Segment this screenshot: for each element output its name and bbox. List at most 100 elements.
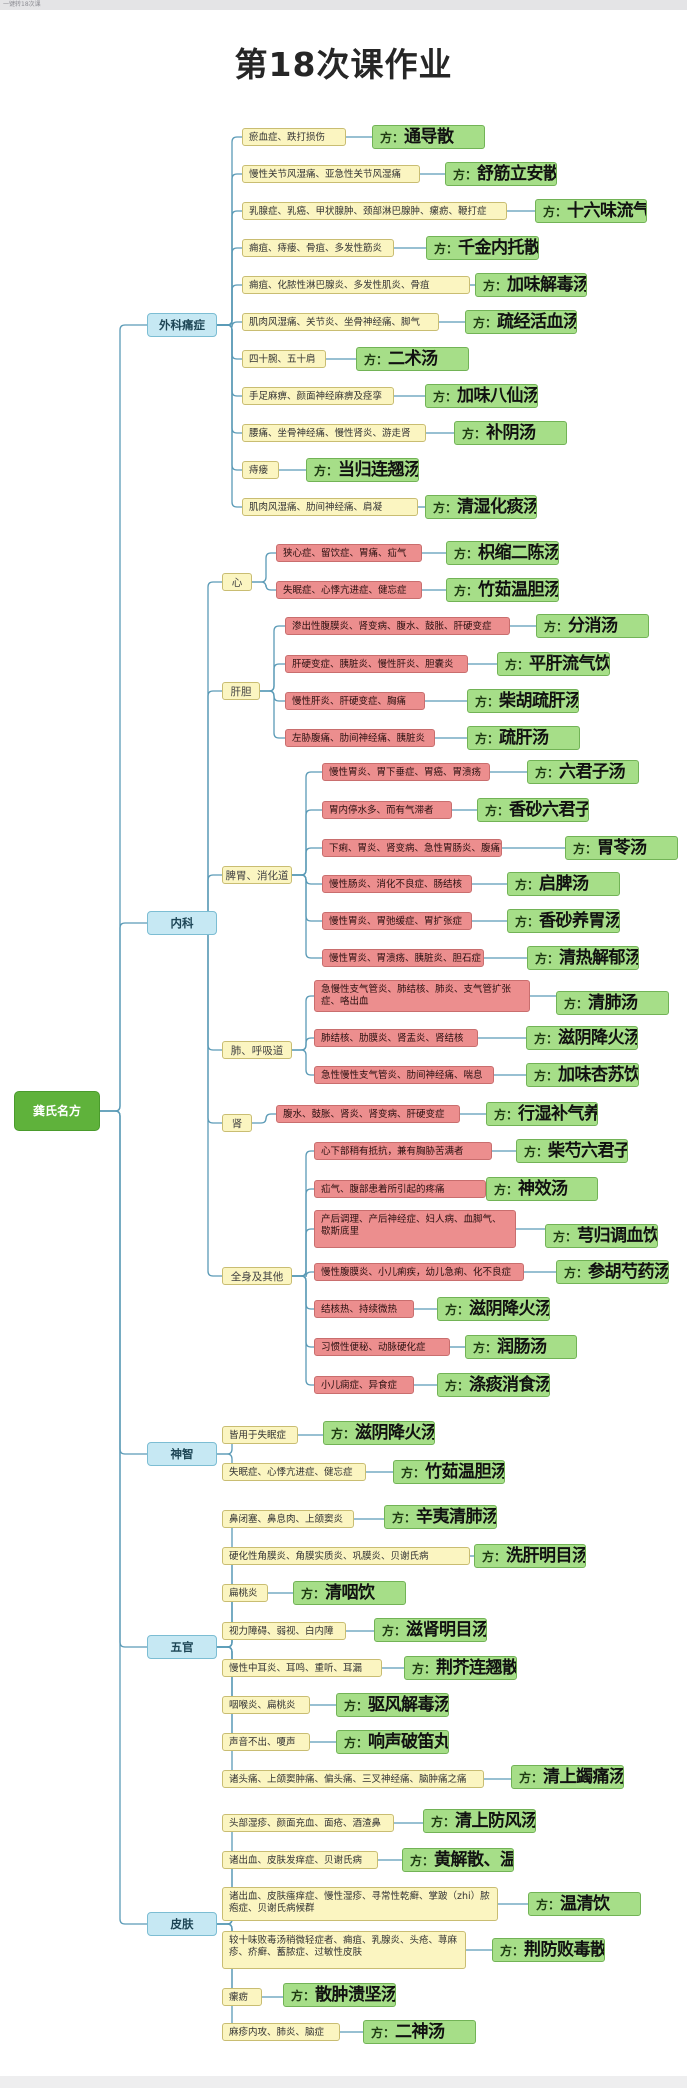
formula-node[interactable]: 方：清湿化痰汤 [425, 495, 537, 519]
formula-node[interactable]: 方：清上蠲痛汤 [511, 1765, 624, 1789]
symptom-item[interactable]: 腰痛、坐骨神经痛、慢性肾炎、游走肾 [242, 424, 426, 442]
formula-node[interactable]: 方：疏经活血汤 [465, 310, 577, 334]
symptom-item[interactable]: 较十味败毒汤稍微轻症者、痈疽、乳腺炎、头疮、荨麻疹、疥癣、蓄脓症、过敏性皮肤 [222, 1931, 466, 1969]
category-node[interactable]: 五官 [147, 1635, 217, 1659]
subcategory-node[interactable]: 肺、呼吸道 [222, 1041, 292, 1059]
symptom-item[interactable]: 结核热、持续微热 [314, 1300, 414, 1318]
formula-node[interactable]: 方：润肠汤 [465, 1335, 577, 1359]
symptom-item[interactable]: 扁桃炎 [222, 1584, 268, 1602]
formula-node[interactable]: 方：十六味流气饮 [535, 199, 647, 223]
formula-node[interactable]: 方：滋阴降火汤 [526, 1026, 638, 1050]
symptom-item[interactable]: 失眠症、心悸亢进症、健忘症 [276, 581, 422, 599]
symptom-item[interactable]: 左胁腹痛、肋间神经痛、胰脏炎 [285, 729, 435, 747]
symptom-item[interactable]: 腹水、鼓胀、肾炎、肾变病、肝硬变症 [276, 1105, 460, 1123]
formula-node[interactable]: 方：荆防败毒散 [492, 1938, 605, 1962]
subcategory-node[interactable]: 全身及其他 [222, 1267, 292, 1285]
symptom-item[interactable]: 咽喉炎、扁桃炎 [222, 1696, 310, 1714]
formula-node[interactable]: 方：枳缩二陈汤 [446, 541, 559, 565]
formula-node[interactable]: 方：六君子汤 [527, 760, 639, 784]
formula-node[interactable]: 方：黄解散、温清饮 [402, 1848, 514, 1872]
symptom-item[interactable]: 头部湿疹、颜面充血、面疮、酒渣鼻 [222, 1814, 394, 1832]
formula-node[interactable]: 方：千金内托散 [426, 236, 539, 260]
formula-node[interactable]: 方：清上防风汤 [423, 1809, 536, 1833]
formula-node[interactable]: 方：加味八仙汤 [425, 384, 538, 408]
formula-node[interactable]: 方：补阴汤 [454, 421, 567, 445]
formula-node[interactable]: 方：平肝流气饮 [497, 652, 610, 676]
formula-node[interactable]: 方：柴胡疏肝汤 [467, 689, 579, 713]
formula-node[interactable]: 方：启脾汤 [507, 872, 620, 896]
formula-node[interactable]: 方：涤痰消食汤 [437, 1373, 550, 1397]
category-node[interactable]: 内科 [147, 911, 217, 935]
symptom-item[interactable]: 产后调理、产后神经症、妇人病、血脚气、歇斯底里 [314, 1210, 516, 1248]
symptom-item[interactable]: 心下部稍有抵抗，兼有胸胁苦满者 [314, 1142, 492, 1160]
symptom-item[interactable]: 急慢性支气管炎、肺结核、肺炎、支气管扩张症、咯出血 [314, 980, 530, 1012]
symptom-item[interactable]: 手足麻痹、颜面神经麻痹及痉挛 [242, 387, 394, 405]
formula-node[interactable]: 方：清咽饮 [293, 1581, 406, 1605]
formula-node[interactable]: 方：分消汤 [536, 614, 649, 638]
formula-node[interactable]: 方：滋阴降火汤 [437, 1297, 550, 1321]
symptom-item[interactable]: 失眠症、心悸亢进症、健忘症 [222, 1463, 366, 1481]
symptom-item[interactable]: 慢性胃炎、胃下垂症、胃癌、胃溃疡 [322, 763, 490, 781]
formula-node[interactable]: 方：香砂养胃汤 [507, 909, 620, 933]
symptom-item[interactable]: 麻疹内攻、肺炎、脑症 [222, 2023, 340, 2041]
symptom-item[interactable]: 皆用于失眠症 [222, 1426, 298, 1444]
subcategory-node[interactable]: 肝胆 [222, 682, 260, 700]
formula-node[interactable]: 方：散肿溃坚汤 [283, 1983, 396, 2007]
symptom-item[interactable]: 瘀血症、跌打损伤 [242, 128, 346, 146]
symptom-item[interactable]: 小儿痫症、异食症 [314, 1376, 414, 1394]
symptom-item[interactable]: 慢性胃炎、胃溃疡、胰脏炎、胆石症 [322, 949, 484, 967]
symptom-item[interactable]: 肺结核、肋膜炎、肾盂炎、肾结核 [314, 1029, 478, 1047]
formula-node[interactable]: 方：舒筋立安散 [445, 162, 557, 186]
symptom-item[interactable]: 肌肉风湿痛、肋间神经痛、肩凝 [242, 498, 418, 516]
symptom-item[interactable]: 急性慢性支气管炎、肋间神经痛、喘息 [314, 1066, 494, 1084]
symptom-item[interactable]: 慢性腹膜炎、小儿痢疾，幼儿急痢、化不良症 [314, 1263, 524, 1281]
formula-node[interactable]: 方：滋肾明目汤 [374, 1618, 487, 1642]
formula-node[interactable]: 方：加味杏苏饮 [526, 1063, 639, 1087]
category-node[interactable]: 皮肤 [147, 1912, 217, 1936]
category-node[interactable]: 外科痛症 [147, 313, 217, 337]
formula-node[interactable]: 方：加味解毒汤 [475, 273, 587, 297]
symptom-item[interactable]: 痔瘘 [242, 461, 279, 479]
subcategory-node[interactable]: 心 [222, 573, 252, 591]
root-node[interactable]: 龚氏名方 [14, 1091, 100, 1131]
symptom-item[interactable]: 肝硬变症、胰脏炎、慢性肝炎、胆囊炎 [285, 655, 468, 673]
symptom-item[interactable]: 诸出血、皮肤瘙痒症、慢性湿疹、寻常性乾癣、掌跛（zhi）脓疱症、贝谢氏病候群 [222, 1887, 498, 1921]
formula-node[interactable]: 方：竹茹温胆汤 [446, 578, 559, 602]
formula-node[interactable]: 方：二术汤 [356, 347, 469, 371]
symptom-item[interactable]: 慢性胃炎、胃弛缓症、胃扩张症 [322, 912, 472, 930]
symptom-item[interactable]: 慢性中耳炎、耳鸣、重听、耳漏 [222, 1659, 382, 1677]
symptom-item[interactable]: 痈疽、化脓性淋巴腺炎、多发性肌炎、骨疽 [242, 276, 470, 294]
symptom-item[interactable]: 狭心症、留饮症、胃痛、疝气 [276, 544, 422, 562]
symptom-item[interactable]: 四十腕、五十肩 [242, 350, 326, 368]
symptom-item[interactable]: 视力障碍、弱视、白内障 [222, 1622, 346, 1640]
symptom-item[interactable]: 肌肉风湿痛、关节炎、坐骨神经痛、脚气 [242, 313, 439, 331]
formula-node[interactable]: 方：胃苓汤 [565, 836, 678, 860]
formula-node[interactable]: 方：芎归调血饮 [545, 1224, 658, 1248]
symptom-item[interactable]: 习惯性便秘、动脉硬化症 [314, 1338, 450, 1356]
symptom-item[interactable]: 瘰疬 [222, 1988, 262, 2006]
formula-node[interactable]: 方：当归连翘汤 [306, 458, 419, 482]
symptom-item[interactable]: 慢性肠炎、消化不良症、肠结核 [322, 875, 472, 893]
formula-node[interactable]: 方：清热解郁汤 [527, 946, 639, 970]
formula-node[interactable]: 方：疏肝汤 [467, 726, 580, 750]
symptom-item[interactable]: 下痢、胃炎、肾变病、急性胃肠炎、腹痛下痢 [322, 839, 502, 857]
subcategory-node[interactable]: 脾胃、消化道 [222, 866, 292, 884]
formula-node[interactable]: 方：神效汤 [486, 1177, 598, 1201]
symptom-item[interactable]: 慢性肝炎、肝硬变症、胸痛 [285, 692, 425, 710]
formula-node[interactable]: 方：柴芍六君子汤 [516, 1139, 628, 1163]
formula-node[interactable]: 方：滋阴降火汤 [323, 1421, 435, 1445]
formula-node[interactable]: 方：响声破笛丸 [336, 1730, 449, 1754]
formula-node[interactable]: 方：清肺汤 [556, 991, 669, 1015]
subcategory-node[interactable]: 肾 [222, 1114, 252, 1132]
formula-node[interactable]: 方：荆芥连翘散 [404, 1656, 517, 1680]
symptom-item[interactable]: 乳腺症、乳癌、甲状腺肿、颈部淋巴腺肿、瘰疬、鞭打症 [242, 202, 507, 220]
symptom-item[interactable]: 声音不出、嗄声 [222, 1733, 310, 1751]
formula-node[interactable]: 方：温清饮 [528, 1892, 641, 1916]
formula-node[interactable]: 方：洗肝明目汤 [474, 1544, 586, 1568]
formula-node[interactable]: 方：通导散 [372, 125, 485, 149]
symptom-item[interactable]: 硬化性角膜炎、角膜实质炎、巩膜炎、贝谢氏病 [222, 1547, 470, 1565]
formula-node[interactable]: 方：驱风解毒汤 [336, 1693, 449, 1717]
symptom-item[interactable]: 胃内停水多、而有气滞者 [322, 801, 452, 819]
formula-node[interactable]: 方：香砂六君子汤 [477, 798, 589, 822]
symptom-item[interactable]: 鼻闭塞、鼻息肉、上颌窦炎 [222, 1510, 354, 1528]
